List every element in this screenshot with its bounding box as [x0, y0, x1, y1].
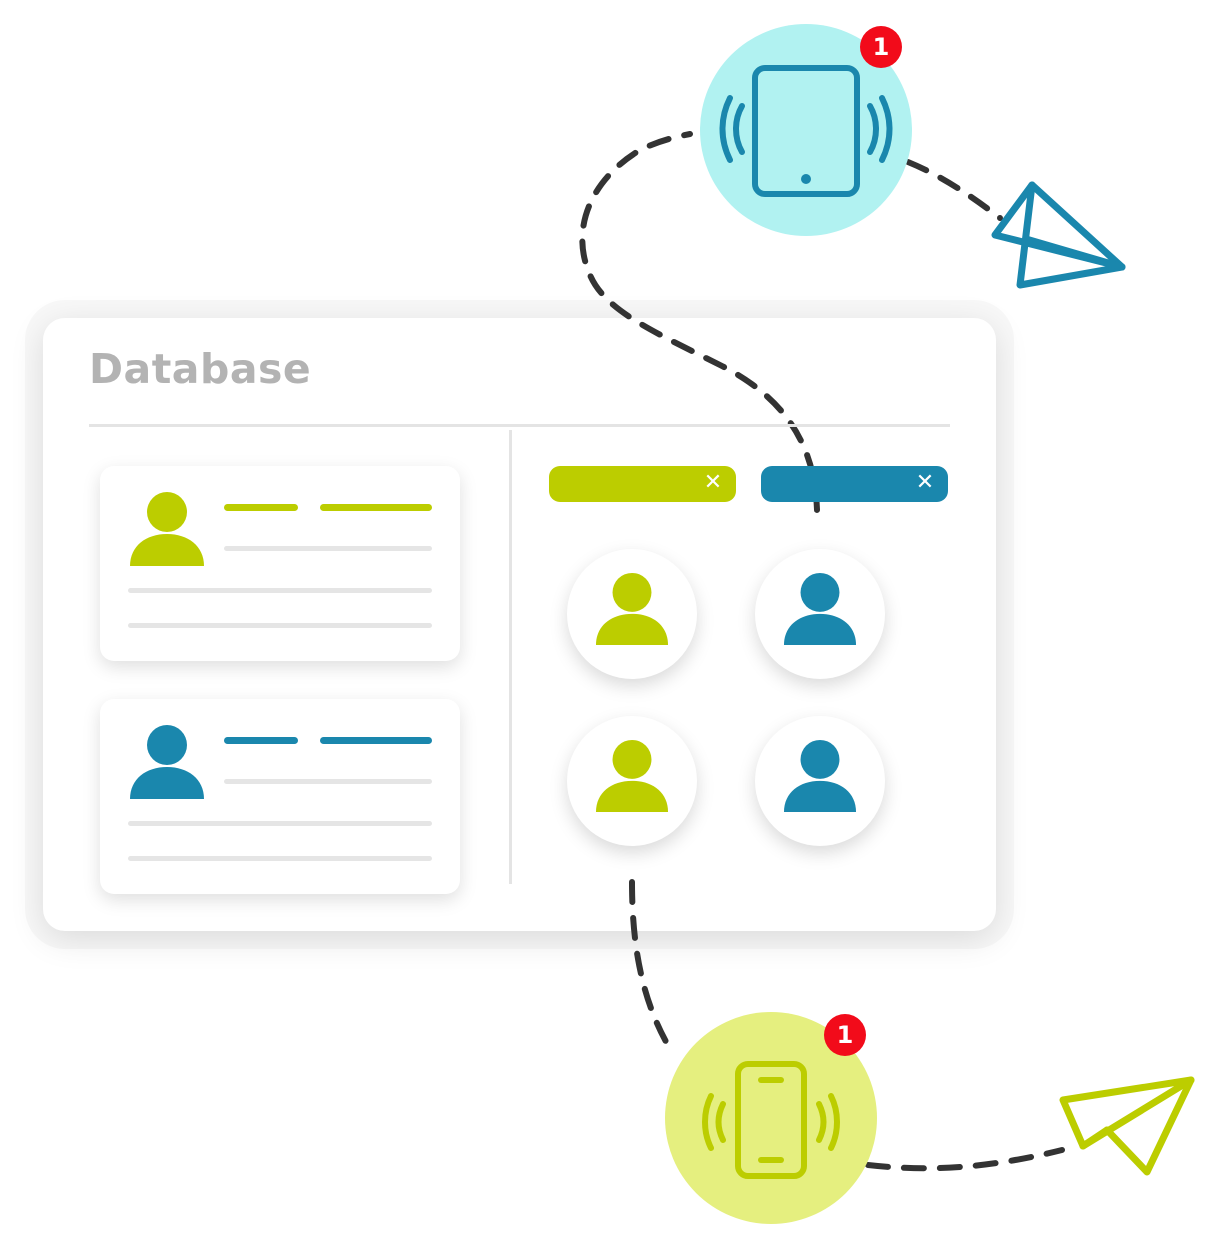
avatar-green[interactable]	[567, 716, 697, 846]
connector-avatar-to-phone	[629, 879, 675, 1055]
tablet-vibrate-icon	[719, 65, 893, 197]
filter-tag-blue[interactable]: ✕	[761, 466, 948, 502]
notification-badge: 1	[824, 1014, 866, 1056]
close-icon[interactable]: ✕	[703, 470, 723, 495]
close-icon[interactable]: ✕	[915, 470, 935, 495]
avatar-blue[interactable]	[755, 549, 885, 679]
title-divider	[89, 424, 950, 427]
card-line	[128, 856, 432, 861]
person-icon	[783, 739, 857, 812]
column-divider	[509, 430, 512, 884]
avatar-blue[interactable]	[755, 716, 885, 846]
card-line	[224, 546, 432, 551]
notification-badge: 1	[860, 26, 902, 68]
record-card-green[interactable]	[100, 466, 460, 661]
person-icon	[130, 492, 204, 566]
card-line	[224, 504, 298, 511]
person-icon	[595, 739, 669, 812]
panel-title: Database	[89, 345, 312, 393]
card-line	[128, 623, 432, 628]
connector-phone-to-plane	[865, 1147, 1065, 1172]
person-icon	[595, 572, 669, 645]
connector-tablet-to-plane	[905, 159, 1003, 221]
card-line	[320, 504, 432, 511]
card-line	[224, 737, 298, 744]
card-line	[224, 779, 432, 784]
avatar-green[interactable]	[567, 549, 697, 679]
paper-plane-icon	[1059, 1076, 1195, 1176]
person-icon	[783, 572, 857, 645]
card-line	[128, 821, 432, 826]
card-line	[128, 588, 432, 593]
phone-vibrate-icon	[702, 1061, 840, 1179]
record-card-blue[interactable]	[100, 699, 460, 894]
paper-plane-icon	[991, 181, 1126, 289]
tablet-device	[700, 24, 912, 236]
filter-tag-green[interactable]: ✕	[549, 466, 736, 502]
connector-tablet-to-avatar	[579, 131, 820, 513]
person-icon	[130, 725, 204, 799]
card-line	[320, 737, 432, 744]
